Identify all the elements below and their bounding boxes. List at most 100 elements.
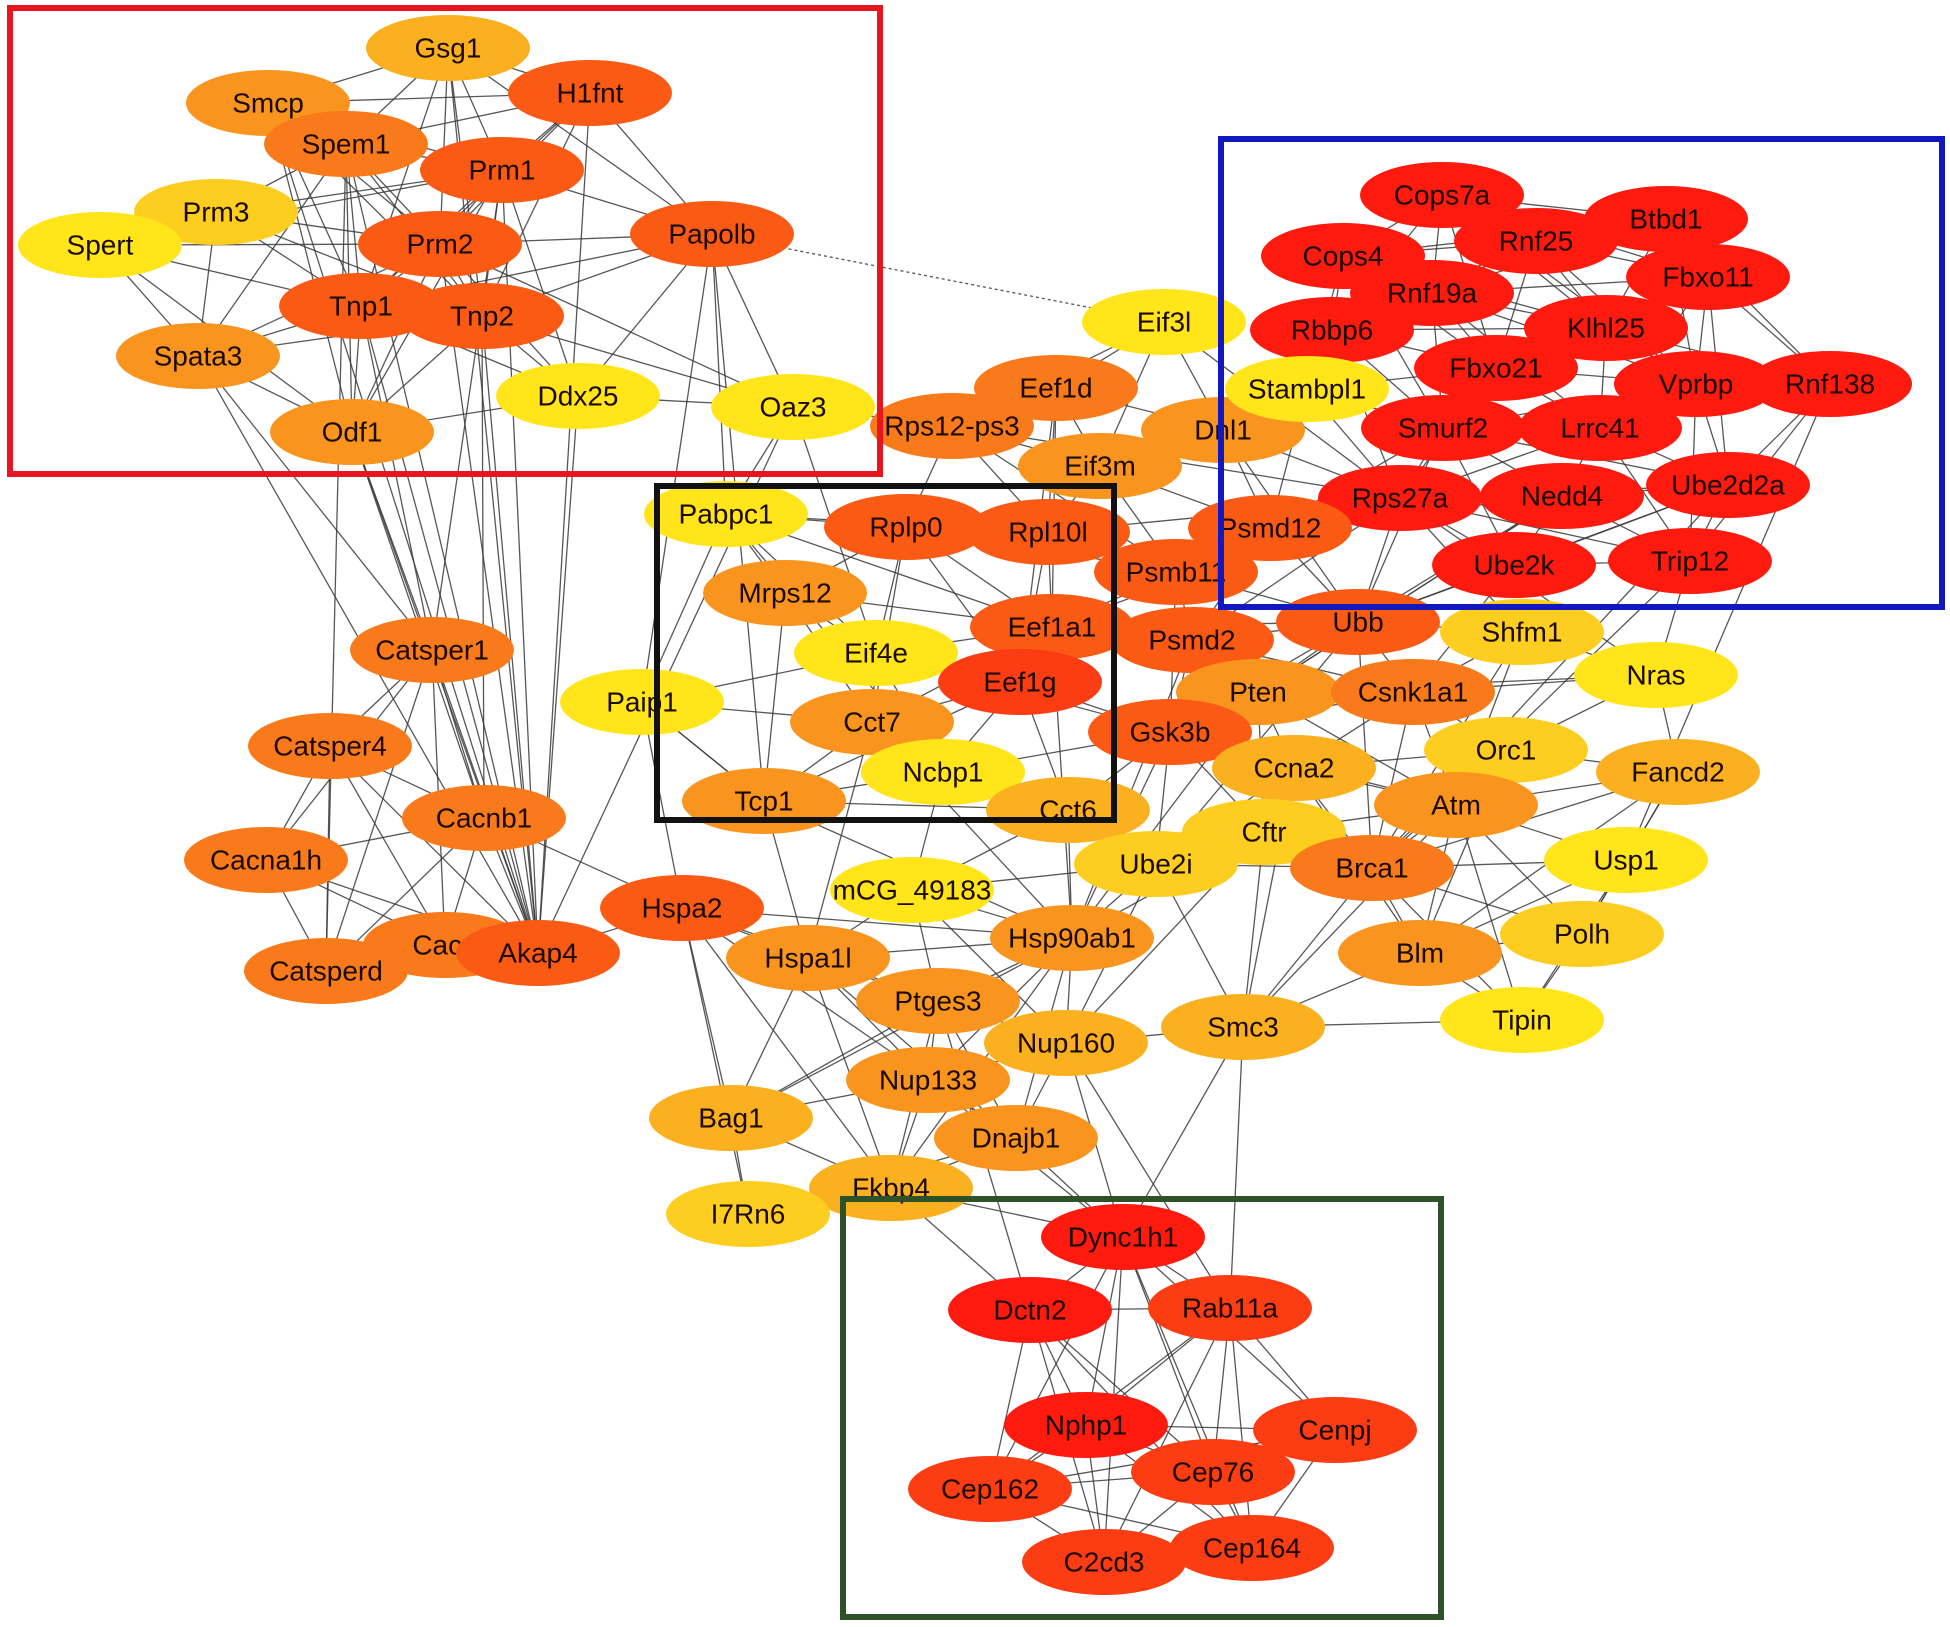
node-ellipse	[1454, 208, 1618, 274]
node-Stambpl1[interactable]: Stambpl1	[1225, 356, 1389, 422]
node-Spert[interactable]: Spert	[18, 212, 182, 278]
node-Eif3l[interactable]: Eif3l	[1082, 289, 1246, 355]
node-Cct7[interactable]: Cct7	[790, 689, 954, 755]
node-Trip12[interactable]: Trip12	[1608, 528, 1772, 594]
node-Eef1d[interactable]: Eef1d	[974, 355, 1138, 421]
node-Paip1[interactable]: Paip1	[560, 669, 724, 735]
node-Rps27a[interactable]: Rps27a	[1318, 465, 1482, 531]
node-Blm[interactable]: Blm	[1338, 920, 1502, 986]
node-Prm2[interactable]: Prm2	[358, 211, 522, 277]
node-Tnp2[interactable]: Tnp2	[400, 283, 564, 349]
node-Ubb[interactable]: Ubb	[1276, 589, 1440, 655]
node-Rnf25[interactable]: Rnf25	[1454, 208, 1618, 274]
node-Tcp1[interactable]: Tcp1	[682, 768, 846, 834]
node-Nedd4[interactable]: Nedd4	[1480, 463, 1644, 529]
node-Mrps12[interactable]: Mrps12	[703, 560, 867, 626]
node-Bag1[interactable]: Bag1	[649, 1085, 813, 1151]
node-Smc3[interactable]: Smc3	[1161, 994, 1325, 1060]
node-Cacna1h[interactable]: Cacna1h	[184, 827, 348, 893]
node-ellipse	[824, 494, 988, 560]
node-Pabpc1[interactable]: Pabpc1	[644, 481, 808, 547]
node-Spem1[interactable]: Spem1	[264, 111, 428, 177]
node-Eif4e[interactable]: Eif4e	[794, 620, 958, 686]
node-Atm[interactable]: Atm	[1374, 772, 1538, 838]
node-ellipse	[366, 15, 530, 81]
node-Cacnb1[interactable]: Cacnb1	[402, 785, 566, 851]
node-Nphp1[interactable]: Nphp1	[1004, 1392, 1168, 1458]
node-Psmd2[interactable]: Psmd2	[1110, 607, 1274, 673]
node-Ccna2[interactable]: Ccna2	[1212, 735, 1376, 801]
node-Rplp0[interactable]: Rplp0	[824, 494, 988, 560]
node-I7Rn6[interactable]: I7Rn6	[666, 1181, 830, 1247]
node-Psmd12[interactable]: Psmd12	[1188, 495, 1352, 561]
node-H1fnt[interactable]: H1fnt	[508, 60, 672, 126]
node-Klhl25[interactable]: Klhl25	[1524, 295, 1688, 361]
node-Catsperd[interactable]: Catsperd	[244, 938, 408, 1004]
node-Spata3[interactable]: Spata3	[116, 323, 280, 389]
node-Cep76[interactable]: Cep76	[1131, 1439, 1295, 1505]
node-Catsper1[interactable]: Catsper1	[350, 617, 514, 683]
node-Rpl10l[interactable]: Rpl10l	[966, 499, 1130, 565]
node-Akap4[interactable]: Akap4	[456, 920, 620, 986]
node-Cep162[interactable]: Cep162	[908, 1456, 1072, 1522]
node-Hspa1l[interactable]: Hspa1l	[726, 925, 890, 991]
node-ellipse	[1414, 335, 1578, 401]
node-Fkbp4[interactable]: Fkbp4	[809, 1155, 973, 1221]
node-Orc1[interactable]: Orc1	[1424, 717, 1588, 783]
node-Rbbp6[interactable]: Rbbp6	[1250, 297, 1414, 363]
node-C2cd3[interactable]: C2cd3	[1022, 1529, 1186, 1595]
node-Csnk1a1[interactable]: Csnk1a1	[1331, 659, 1495, 725]
node-Papolb[interactable]: Papolb	[630, 201, 794, 267]
node-Ptges3[interactable]: Ptges3	[856, 968, 1020, 1034]
node-Cct6[interactable]: Cct6	[986, 777, 1150, 843]
node-Fancd2[interactable]: Fancd2	[1596, 739, 1760, 805]
node-Psmb11[interactable]: Psmb11	[1094, 539, 1258, 605]
node-Nras[interactable]: Nras	[1574, 642, 1738, 708]
node-Nup133[interactable]: Nup133	[846, 1047, 1010, 1113]
node-Vprbp[interactable]: Vprbp	[1614, 351, 1778, 417]
node-Rnf138[interactable]: Rnf138	[1748, 351, 1912, 417]
node-Eif3m[interactable]: Eif3m	[1018, 433, 1182, 499]
node-Dync1h1[interactable]: Dync1h1	[1041, 1204, 1205, 1270]
node-Dnajb1[interactable]: Dnajb1	[934, 1105, 1098, 1171]
node-Rab11a[interactable]: Rab11a	[1148, 1275, 1312, 1341]
node-Prm3[interactable]: Prm3	[134, 179, 298, 245]
node-Brca1[interactable]: Brca1	[1290, 835, 1454, 901]
node-Prm1[interactable]: Prm1	[420, 137, 584, 203]
node-Ncbp1[interactable]: Ncbp1	[861, 739, 1025, 805]
node-Dctn2[interactable]: Dctn2	[948, 1277, 1112, 1343]
node-Eef1a1[interactable]: Eef1a1	[970, 594, 1134, 660]
node-Btbd1[interactable]: Btbd1	[1584, 186, 1748, 252]
node-Polh[interactable]: Polh	[1500, 901, 1664, 967]
node-Nup160[interactable]: Nup160	[984, 1010, 1148, 1076]
node-Hspa2[interactable]: Hspa2	[600, 875, 764, 941]
node-Hsp90ab1[interactable]: Hsp90ab1	[990, 905, 1154, 971]
node-mCG49183[interactable]: mCG_49183	[830, 857, 994, 923]
node-Ube2k[interactable]: Ube2k	[1432, 532, 1596, 598]
node-Ube2d2a[interactable]: Ube2d2a	[1646, 452, 1810, 518]
node-Rps12ps3[interactable]: Rps12-ps3	[870, 393, 1034, 459]
node-Ddx25[interactable]: Ddx25	[496, 363, 660, 429]
node-Cops7a[interactable]: Cops7a	[1360, 162, 1524, 228]
node-Eef1g[interactable]: Eef1g	[938, 649, 1102, 715]
node-Fbxo21[interactable]: Fbxo21	[1414, 335, 1578, 401]
node-Odf1[interactable]: Odf1	[270, 399, 434, 465]
node-Fbxo11[interactable]: Fbxo11	[1626, 244, 1790, 310]
node-Smurf2[interactable]: Smurf2	[1361, 395, 1525, 461]
node-Ube2i[interactable]: Ube2i	[1074, 831, 1238, 897]
node-ellipse	[1574, 642, 1738, 708]
node-Oaz3[interactable]: Oaz3	[711, 374, 875, 440]
node-ellipse	[830, 857, 994, 923]
blue-cluster-box	[1218, 136, 1945, 610]
node-Tipin[interactable]: Tipin	[1440, 987, 1604, 1053]
node-Lrrc41[interactable]: Lrrc41	[1518, 395, 1682, 461]
node-Catsper4[interactable]: Catsper4	[248, 713, 412, 779]
node-Gsk3b[interactable]: Gsk3b	[1088, 699, 1252, 765]
node-Gsg1[interactable]: Gsg1	[366, 15, 530, 81]
node-Shfm1[interactable]: Shfm1	[1440, 599, 1604, 665]
node-Cep164[interactable]: Cep164	[1170, 1515, 1334, 1581]
node-Cenpj[interactable]: Cenpj	[1253, 1397, 1417, 1463]
node-label: Tnp1	[329, 291, 393, 322]
node-Usp1[interactable]: Usp1	[1544, 827, 1708, 893]
